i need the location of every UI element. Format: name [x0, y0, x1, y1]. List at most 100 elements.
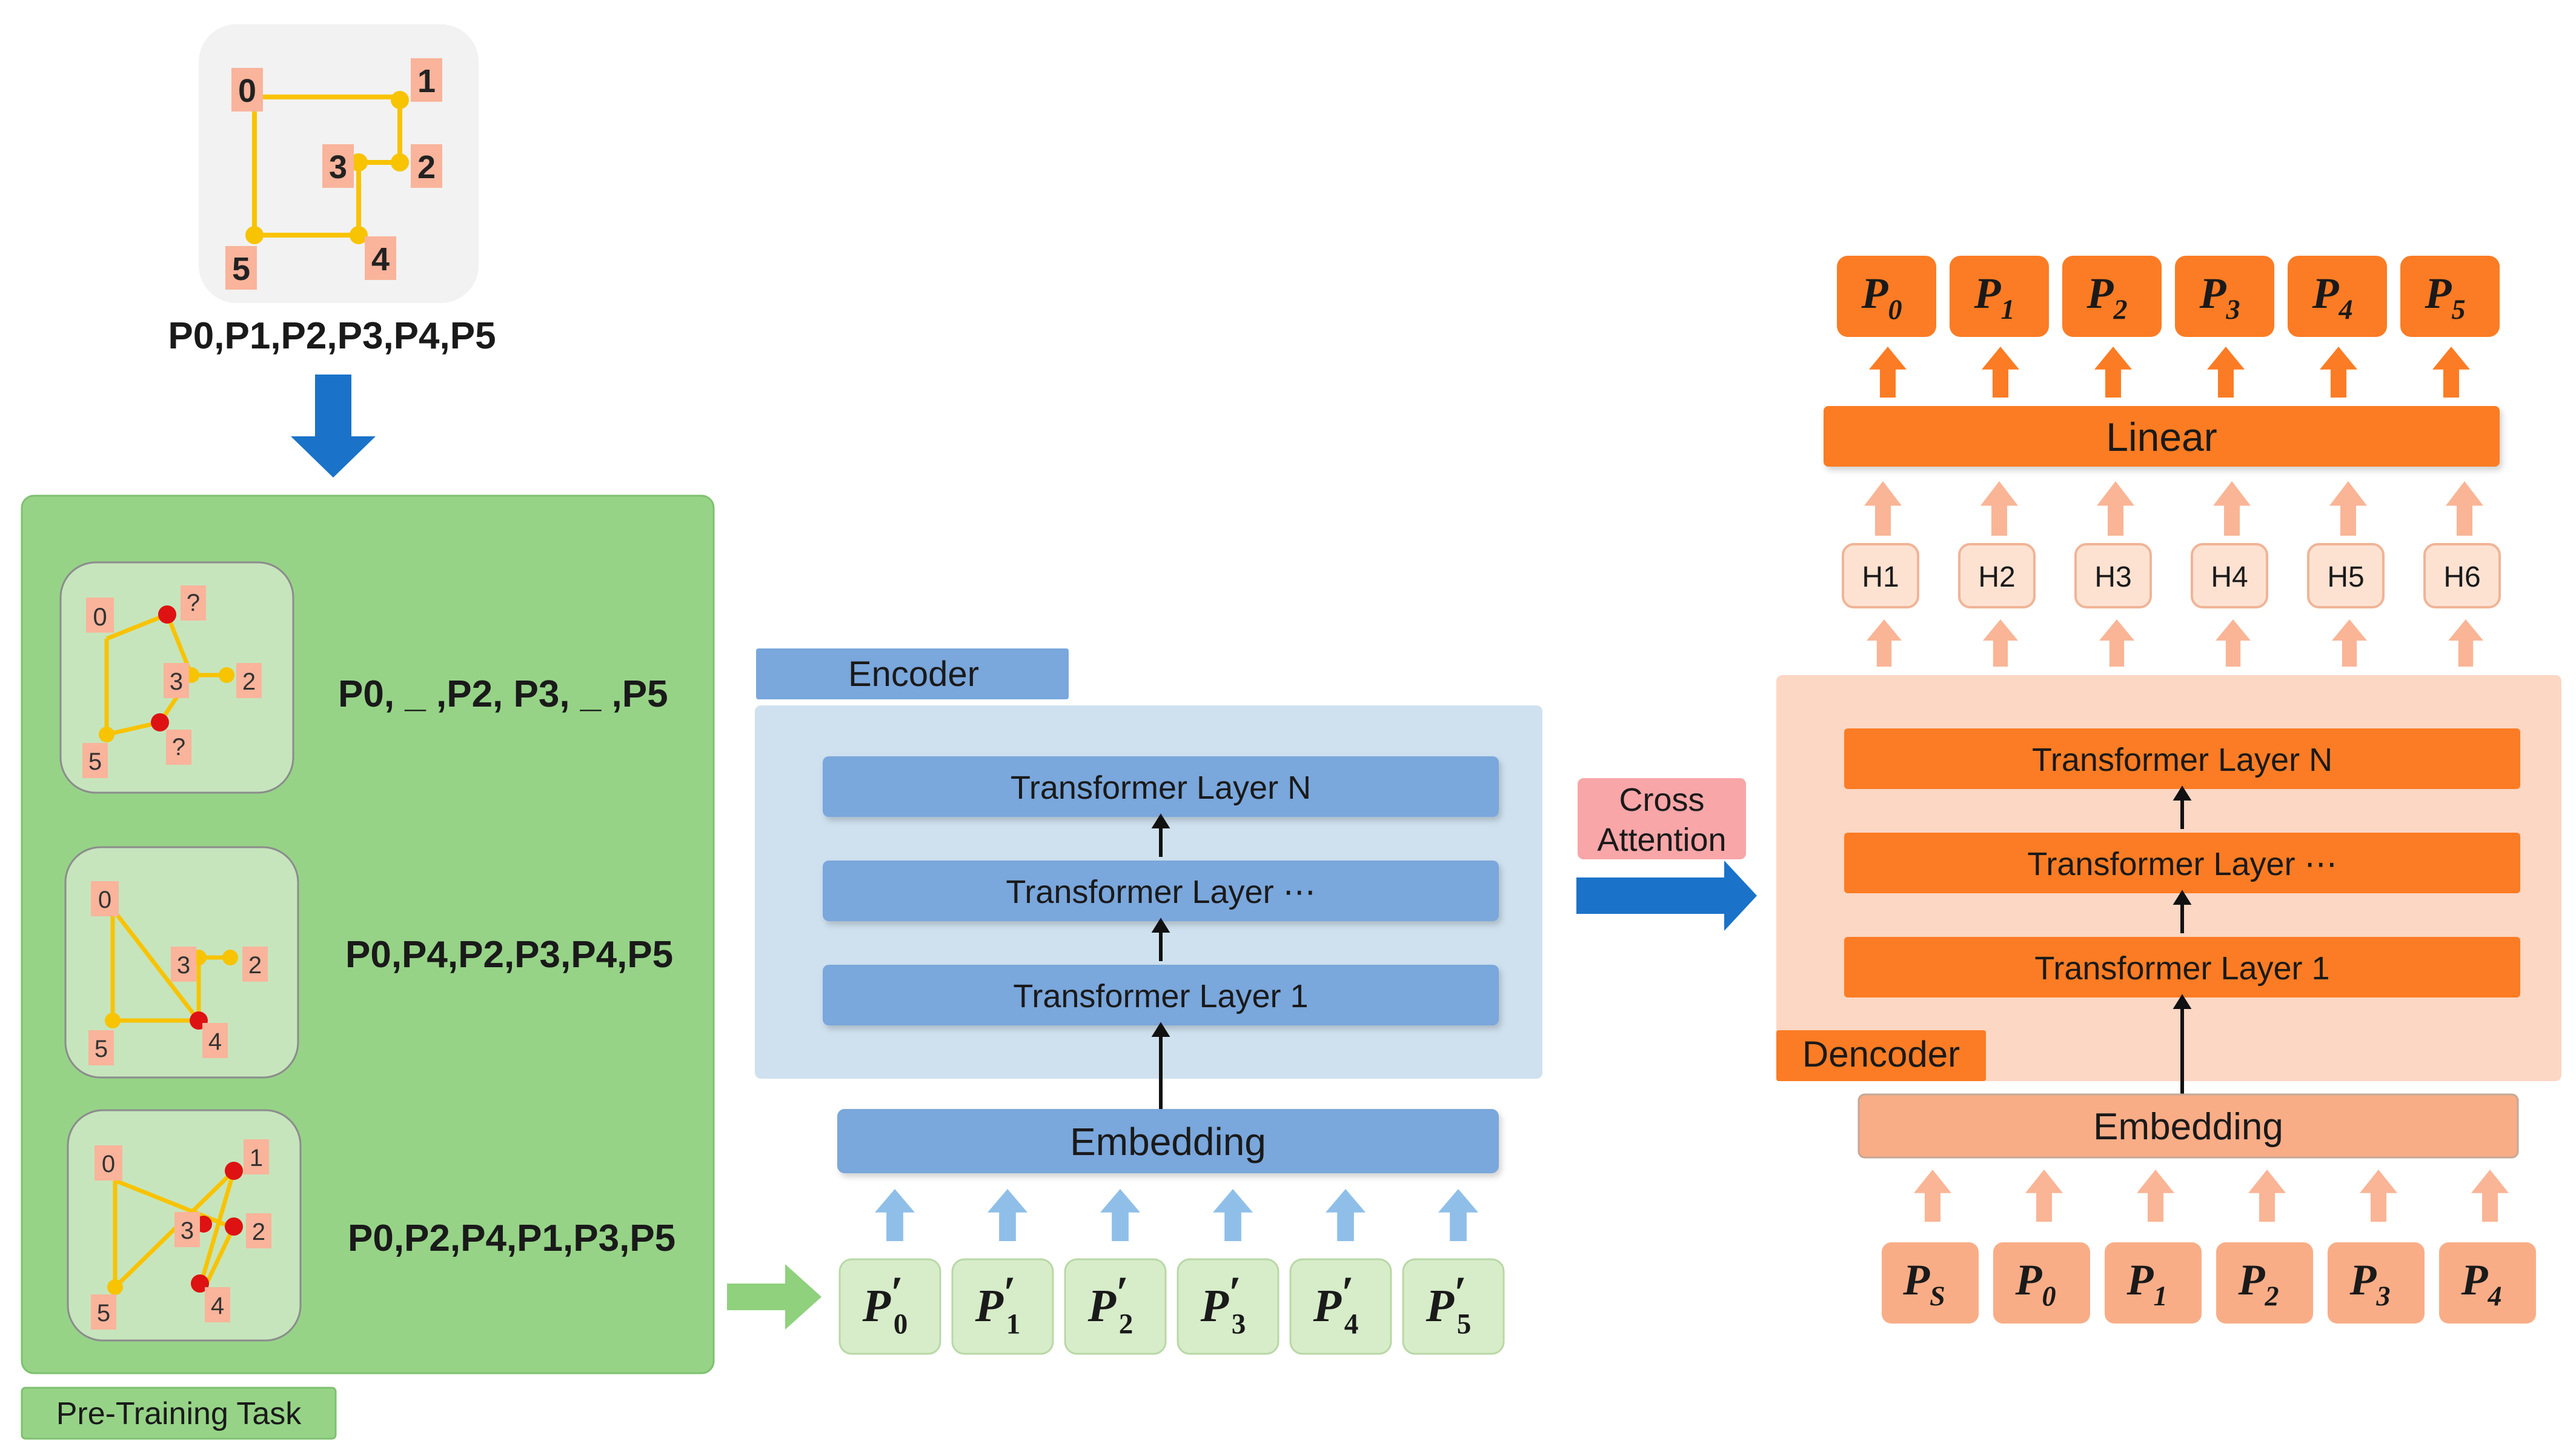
- pretraining-label-box: [21, 1387, 337, 1440]
- hidden-state-label: H2: [1978, 561, 2015, 593]
- decoder-output-box: [2062, 256, 2162, 337]
- decoder-input-symbol: P4: [2460, 1256, 2501, 1311]
- down-arrow-icon: [291, 375, 376, 478]
- task-node-label: 0: [98, 887, 111, 913]
- task-node-label: 3: [181, 1217, 194, 1244]
- decoder-output-symbol: P1: [1973, 269, 2014, 325]
- up-arrow-icon: [2248, 1170, 2286, 1222]
- task-3-sequence: P0,P2,P4,P1,P3,P5: [348, 1217, 676, 1259]
- task-node-label: 1: [250, 1145, 263, 1171]
- task-node-label: 5: [95, 1036, 108, 1062]
- hidden-state-box: [1958, 543, 2036, 608]
- task-node-label: 5: [97, 1300, 110, 1327]
- up-arrow-icon: [2448, 619, 2483, 667]
- up-arrow-icon: [2094, 347, 2132, 398]
- encoder-layer-mid-label: Transformer Layer ⋯: [1006, 874, 1315, 910]
- up-arrow-icon: [1438, 1189, 1478, 1241]
- decoder-input-arrows: [1914, 1170, 2509, 1222]
- decoder-output-symbol: P3: [2199, 269, 2240, 325]
- hidden-state-label: H6: [2443, 561, 2480, 593]
- task-node-label: 2: [252, 1219, 265, 1245]
- encoder: Encoder Transformer Layer N Transformer …: [755, 648, 1542, 1355]
- decoder-output-arrows: [1869, 347, 2470, 398]
- up-arrow-icon: [1980, 481, 2018, 536]
- up-arrow-icon: [1100, 1189, 1140, 1241]
- decoder-embedding: [1857, 1093, 2519, 1159]
- up-arrow-icon: [2432, 347, 2470, 398]
- hidden-state-box: [2307, 543, 2385, 608]
- task-node-label: 0: [93, 602, 107, 631]
- decoder-output-box: [2175, 256, 2274, 337]
- up-arrow-icon: [1982, 347, 2019, 398]
- cross-attention: Cross Attention: [1576, 778, 1757, 931]
- decoder-embedding-label: Embedding: [2093, 1106, 2283, 1148]
- up-arrow-icon: [2213, 481, 2251, 536]
- decoder-label-box: [1776, 1030, 1986, 1081]
- decoder-layer-n-label: Transformer Layer N: [2032, 742, 2332, 778]
- encoder-input-box: [1402, 1258, 1505, 1355]
- decoder-output-symbol: P4: [2311, 269, 2352, 325]
- encoder-embedding-label: Embedding: [1070, 1120, 1266, 1164]
- hidden-state-label: H5: [2327, 561, 2364, 593]
- up-arrow-icon: [1326, 1189, 1366, 1241]
- decoder-input-box: [2216, 1242, 2313, 1324]
- up-arrow-icon: [875, 1189, 915, 1241]
- task-3: 0 1 3 2 5 4 P0,P2,P4,P1,P3,P5: [67, 1109, 676, 1342]
- encoder-input-symbol: P′2: [1087, 1268, 1134, 1340]
- up-arrow-icon: [2137, 1170, 2174, 1222]
- decoder-layer-mid: [1844, 833, 2520, 893]
- green-arrow-icon: [727, 1264, 822, 1330]
- encoder-label-box: [756, 648, 1069, 699]
- decoder-input-box: [2328, 1242, 2425, 1324]
- linear-layer-label: Linear: [2106, 415, 2217, 459]
- top-graph-sequence: P0,P1,P2,P3,P4,P5: [168, 315, 496, 357]
- encoder-input-symbol: P′4: [1313, 1268, 1359, 1340]
- encoder-up-arrows: [875, 1189, 1478, 1241]
- up-arrow-icon: [1914, 1170, 1951, 1222]
- task-node-label: 4: [211, 1293, 224, 1319]
- task-node-label: 2: [248, 952, 262, 979]
- top-graph-nodes: [245, 91, 409, 244]
- up-arrow-icon: [988, 1189, 1027, 1241]
- node-label: 4: [371, 241, 390, 278]
- decoder-input-box: [1882, 1242, 1979, 1324]
- decoder-output-symbol: P0: [1861, 269, 1902, 325]
- decoder-output-symbol: P2: [2086, 269, 2127, 325]
- encoder-input-box: [1064, 1258, 1167, 1355]
- encoder-input-box: [838, 1258, 941, 1355]
- task-1: 0 ? 3 2 ? 5 P0, _ ,P2, P3, _ ,P5: [59, 561, 668, 794]
- encoder-layer-1: [823, 965, 1499, 1025]
- linear-layer: [1824, 406, 2500, 467]
- decoder-input-symbol: P0: [2014, 1256, 2056, 1311]
- task-node-label: 3: [170, 668, 183, 695]
- encoder-layer-n: [823, 756, 1499, 817]
- encoder-input-box: [951, 1258, 1054, 1355]
- node-label: 5: [232, 251, 250, 287]
- decoder-layer-mid-label: Transformer Layer ⋯: [2027, 846, 2337, 882]
- cross-attention-box: [1578, 778, 1746, 859]
- encoder-input-box: [1289, 1258, 1392, 1355]
- decoder-input-symbol: P3: [2349, 1256, 2390, 1311]
- right-arrow-icon: [1576, 861, 1757, 931]
- node-label: 1: [417, 63, 436, 99]
- hidden-state-box: [2191, 543, 2268, 608]
- node-label: 0: [238, 73, 256, 109]
- task-2: 0 3 2 5 4 P0,P4,P2,P3,P4,P5: [64, 846, 673, 1079]
- top-graph: 0 1 3 2 5 4 P0,P1,P2,P3,P4,P5: [168, 24, 496, 357]
- task-node-label: 0: [102, 1151, 115, 1177]
- up-arrow-icon: [2216, 619, 2251, 667]
- task-node-label: 5: [88, 748, 102, 775]
- up-arrow-icon: [2097, 481, 2134, 536]
- task-node-label: ?: [172, 734, 185, 761]
- up-arrow-icon: [2329, 481, 2367, 536]
- encoder-layer-mid: [823, 861, 1499, 921]
- task-node-label: ?: [187, 590, 200, 616]
- hidden-to-linear-arrows: [1864, 481, 2483, 536]
- up-arrow-icon: [1983, 619, 2018, 667]
- cross-attention-line2: Attention: [1597, 822, 1726, 858]
- decoder-input-box: [2439, 1242, 2536, 1324]
- encoder-input-symbol: P′5: [1426, 1268, 1472, 1340]
- encoder-input-symbol: P′1: [975, 1268, 1021, 1340]
